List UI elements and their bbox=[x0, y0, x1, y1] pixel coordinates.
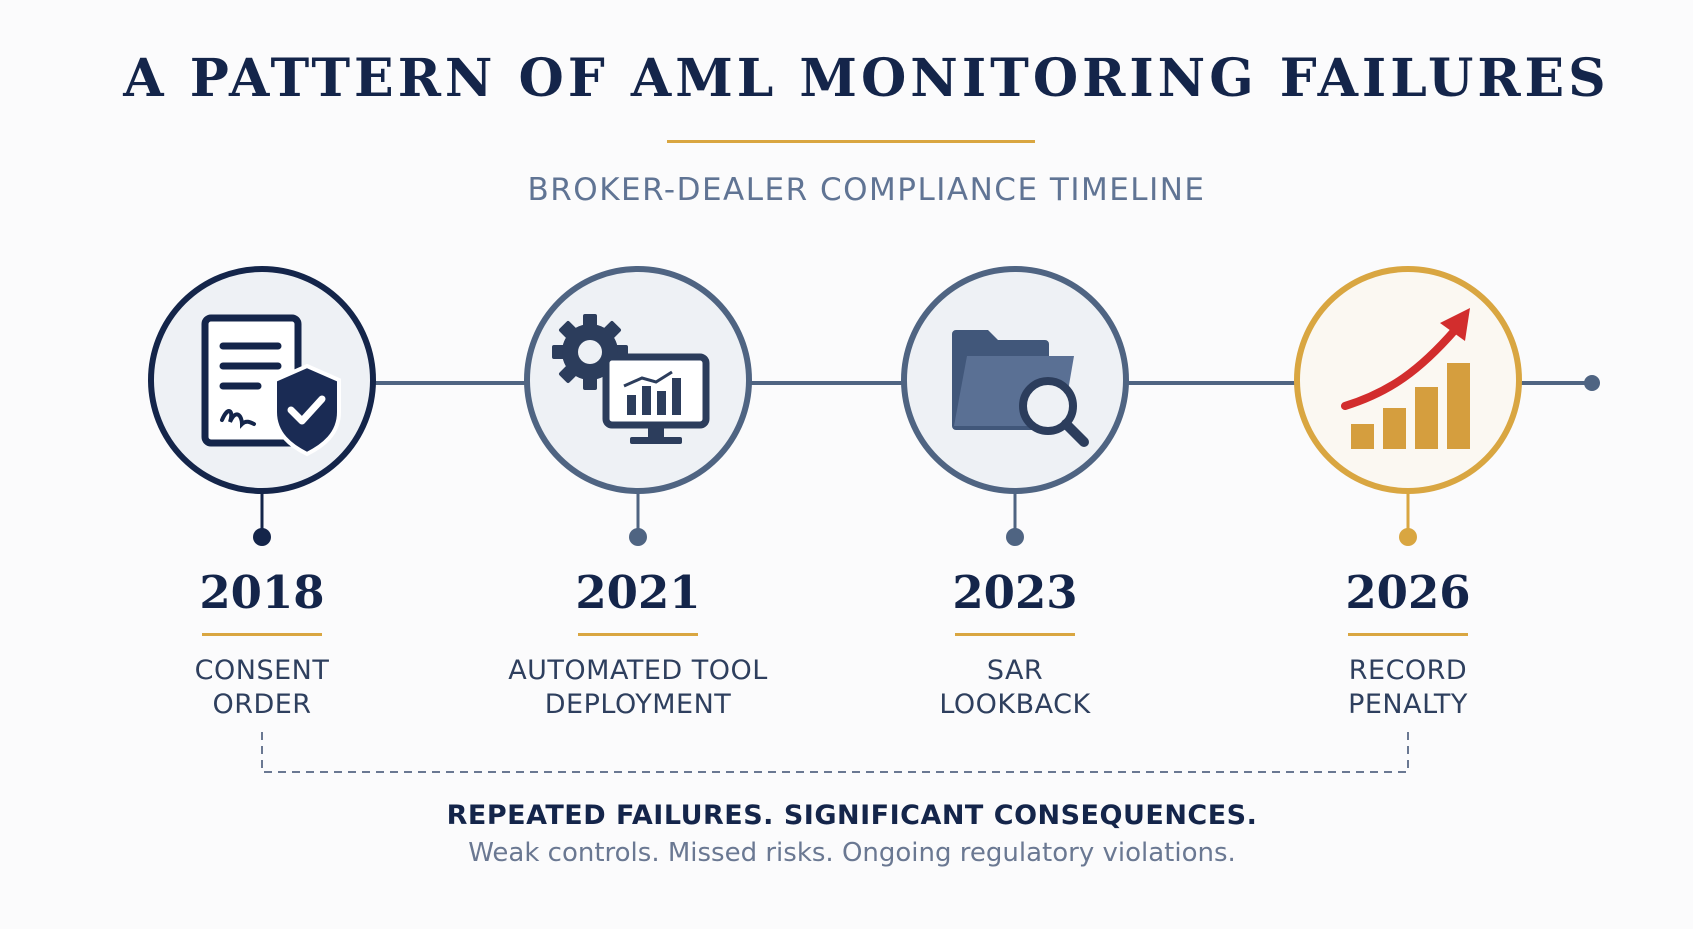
summary-headline: REPEATED FAILURES. SIGNIFICANT CONSEQUEN… bbox=[446, 800, 1258, 831]
milestone-2021: 2021 AUTOMATED TOOL DEPLOYMENT bbox=[438, 565, 838, 722]
milestone-node-2026 bbox=[1294, 266, 1522, 546]
year-underline bbox=[202, 633, 322, 636]
milestone-year: 2023 bbox=[952, 566, 1078, 619]
milestone-year: 2021 bbox=[575, 566, 701, 619]
milestone-node-2021 bbox=[524, 266, 752, 546]
milestone-2018: 2018 CONSENT ORDER bbox=[62, 565, 462, 722]
year-underline bbox=[955, 633, 1075, 636]
milestone-year: 2018 bbox=[199, 566, 325, 619]
milestone-label: AUTOMATED TOOL DEPLOYMENT bbox=[508, 655, 768, 720]
year-underline bbox=[1348, 633, 1468, 636]
milestone-node-2023 bbox=[901, 266, 1129, 546]
summary-detail: Weak controls. Missed risks. Ongoing reg… bbox=[468, 838, 1236, 868]
milestone-2026: 2026 RECORD PENALTY bbox=[1208, 565, 1608, 722]
milestone-label: SAR LOOKBACK bbox=[939, 655, 1091, 720]
folder-magnifier-icon bbox=[952, 330, 1089, 447]
milestone-year: 2026 bbox=[1345, 566, 1471, 619]
year-underline bbox=[578, 633, 698, 636]
milestone-2023: 2023 SAR LOOKBACK bbox=[815, 565, 1215, 722]
timeline-end-dot bbox=[1584, 375, 1600, 391]
milestone-node-2018 bbox=[148, 266, 376, 546]
milestone-label: CONSENT ORDER bbox=[194, 655, 330, 720]
rising-bar-chart-icon bbox=[1341, 308, 1470, 449]
span-bracket bbox=[261, 732, 1409, 773]
page-subtitle: BROKER-DEALER COMPLIANCE TIMELINE bbox=[527, 172, 1206, 208]
document-shield-check-icon bbox=[201, 314, 341, 457]
gear-monitor-chart-icon bbox=[552, 314, 710, 444]
page-title: A PATTERN OF AML MONITORING FAILURES bbox=[123, 48, 1610, 109]
milestone-label: RECORD PENALTY bbox=[1348, 655, 1468, 720]
title-underline bbox=[667, 140, 1035, 143]
